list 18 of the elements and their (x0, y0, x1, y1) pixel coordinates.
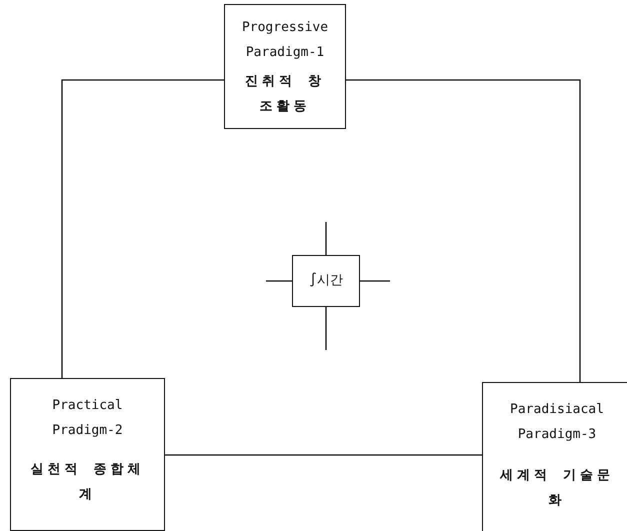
box-heading: Progressive Paradigm-1 (240, 19, 330, 62)
paradigm-box (224, 4, 346, 129)
stub-line (266, 280, 292, 282)
connector-line (165, 454, 482, 456)
stub-line (325, 307, 327, 350)
box-text: ∫시간 (308, 272, 344, 290)
stub-line (325, 222, 327, 255)
box-heading: Paradisiacal Paradigm-3 (509, 401, 605, 444)
box-heading: Practical Pradigm-2 (51, 397, 124, 440)
paradigm-box (10, 378, 165, 531)
box-text: 실천적 종합체계 (30, 461, 146, 504)
box-text: 진취적 창조활동 (244, 73, 326, 116)
connector-line (61, 79, 224, 378)
center-box (292, 255, 360, 307)
stub-line (360, 280, 390, 282)
connector-line (346, 79, 581, 382)
box-text: 세계적 기술문화 (498, 467, 615, 510)
paradigm-box (482, 382, 627, 531)
